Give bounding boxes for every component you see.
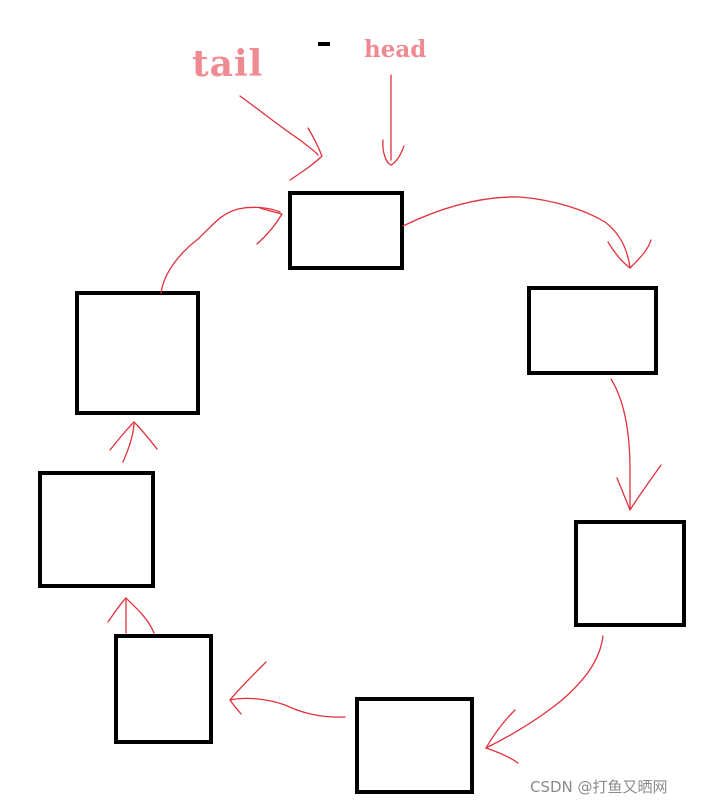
link-arrow-7-to-1 [160, 206, 283, 294]
link-arrow-1-to-2 [402, 196, 652, 269]
node-5 [114, 634, 213, 744]
node-4 [355, 697, 474, 794]
link-arrow-5-to-6 [107, 597, 155, 634]
watermark: CSDN @打鱼又晒网 [530, 778, 668, 796]
node-7 [75, 291, 200, 415]
link-arrow-2-to-3 [610, 378, 662, 511]
node-1 [288, 191, 404, 270]
link-arrow-3-to-4 [485, 635, 604, 764]
stray-ink-mark [318, 42, 330, 46]
node-2 [527, 286, 658, 375]
link-arrow-4-to-5 [229, 661, 346, 718]
head-label: head [364, 36, 427, 63]
tail-pointer-arrow [239, 95, 323, 181]
head-pointer-arrow [382, 74, 405, 166]
tail-label: tail [192, 43, 264, 85]
node-3 [574, 520, 686, 627]
link-arrow-6-to-7 [109, 421, 158, 463]
node-6 [38, 471, 155, 588]
